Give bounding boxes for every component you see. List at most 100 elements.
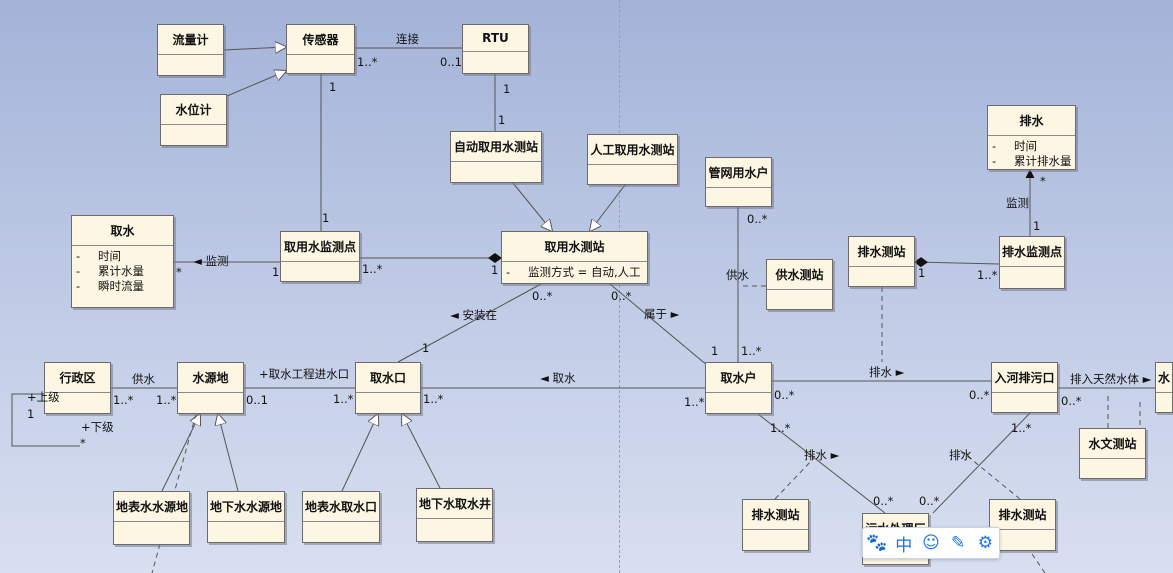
label-drain-to-outlet: 排水 ► [869, 365, 905, 379]
class-name: 水源地 [178, 363, 243, 393]
class-name: 地表水取水口 [303, 492, 379, 522]
class-intake-point[interactable]: 取用水监测点 [280, 231, 360, 282]
edge-br-up[interactable] [959, 449, 1021, 500]
class-intake[interactable]: 取水时间累计水量瞬时流量 [71, 215, 174, 308]
class-drain[interactable]: 排水时间累计排水量 [987, 105, 1076, 170]
class-auto-station[interactable]: 自动取用水测站 [450, 131, 542, 183]
class-outlet[interactable]: 取水口 [355, 362, 421, 414]
class-manual-station[interactable]: 人工取用水测站 [587, 134, 678, 185]
edge-bl-dashed[interactable] [774, 457, 815, 500]
edge-river-sewage[interactable] [932, 412, 1031, 514]
class-region[interactable]: 行政区 [44, 362, 111, 414]
label-into-water: 排入天然水体 ► [1070, 372, 1152, 386]
attr-instant-flow: 瞬时流量 [76, 279, 169, 294]
edge-levelmeter-sensor[interactable] [226, 71, 286, 97]
attr-time: 时间 [76, 249, 169, 264]
label-monitor-drain: 监测 [1006, 196, 1029, 210]
multiplicity-sensor-rtu: 1..* [357, 55, 378, 69]
edge-ground-well[interactable] [402, 414, 441, 489]
class-source[interactable]: 水源地 [177, 362, 244, 414]
class-drain-station-bl[interactable]: 排水测站 [742, 499, 809, 551]
label-monitor-intake: ◄ 监测 [193, 254, 229, 268]
edge-drainpt-station[interactable] [914, 257, 1000, 268]
multiplicity-outlet-up: 1 [422, 341, 430, 355]
class-name: 地下水取水井 [417, 489, 492, 519]
class-hydro-station[interactable]: 水文测站 [1079, 428, 1146, 479]
label-belong: 属于 ► [644, 307, 680, 321]
class-sensor[interactable]: 传感器 [286, 24, 355, 74]
edge-ground-source[interactable] [218, 414, 239, 492]
class-name: 取水口 [356, 363, 420, 393]
ime-toolbar[interactable]: 🐾 中 ☺ ✎ ⚙ [862, 527, 1000, 559]
class-name: 排水 [988, 106, 1075, 136]
multiplicity-station-left: 1 [491, 263, 499, 277]
edge-surface-outlet[interactable] [341, 414, 378, 492]
multiplicity-auto-up: 1 [498, 113, 506, 127]
class-name: 排水测站 [743, 500, 808, 530]
multiplicity-river-left: 0..* [969, 388, 990, 402]
class-drain-point[interactable]: 排水监测点 [999, 236, 1065, 289]
multiplicity-point-right: 1..* [362, 262, 383, 276]
multiplicity-upper: 1 [27, 407, 35, 421]
class-supply-station[interactable]: 供水测站 [766, 259, 833, 310]
class-user[interactable]: 取水户 [705, 362, 772, 414]
class-name: 水位计 [161, 95, 226, 125]
class-flowmeter[interactable]: 流量计 [157, 24, 224, 76]
label-drain-river: 排水 [949, 448, 972, 462]
class-name: 行政区 [45, 363, 110, 393]
attr-monitor-mode: 监测方式 = 自动,人工 [506, 265, 643, 280]
edge-br-dashed[interactable] [1029, 550, 1046, 573]
class-name: 排水监测点 [1000, 237, 1064, 267]
multiplicity-dpt-left: 1..* [977, 268, 998, 282]
edge-auto-station[interactable] [512, 182, 552, 231]
multiplicity-intake: * [176, 265, 182, 279]
class-name: 供水测站 [767, 260, 832, 290]
gear-icon[interactable]: ⚙ [977, 533, 993, 553]
class-rtu[interactable]: RTU [462, 24, 529, 74]
edge-station-outlet[interactable] [397, 283, 542, 363]
class-river-outlet[interactable]: 入河排污口 [991, 362, 1058, 413]
class-levelmeter[interactable]: 水位计 [160, 94, 227, 146]
multiplicity-rtu-down: 1 [503, 82, 511, 96]
edge-manual-station[interactable] [590, 184, 626, 231]
class-ground-well[interactable]: 地下水取水井 [416, 488, 493, 542]
class-drain-station-br[interactable]: 排水测站 [989, 499, 1056, 551]
class-water-body[interactable]: 水 [1155, 362, 1173, 413]
class-name: 自动取用水测站 [451, 132, 541, 162]
class-pipe-user[interactable]: 管网用水户 [705, 157, 772, 207]
class-name: 取水户 [706, 363, 771, 393]
class-drain-station-top[interactable]: 排水测站 [848, 236, 915, 287]
edge-region-self[interactable] [11, 393, 80, 447]
multiplicity-region: 1..* [113, 393, 134, 407]
chinese-ime-icon[interactable]: 中 [895, 535, 913, 556]
multiplicity-drainpt-up: 1 [1033, 219, 1041, 233]
class-name: 取水 [72, 216, 173, 246]
multiplicity-point-left: 1 [272, 265, 280, 279]
class-name: 排水测站 [849, 237, 914, 267]
multiplicity-user-down: 1..* [770, 421, 791, 435]
label-upper: +上级 [27, 390, 60, 404]
class-surface-outlet[interactable]: 地表水取水口 [302, 491, 380, 543]
multiplicity-user-up: 1..* [741, 344, 762, 358]
class-attrs: 时间累计水量瞬时流量 [72, 246, 173, 297]
label-supply: 供水 [726, 268, 749, 282]
edge-station-user[interactable] [609, 283, 709, 367]
multiplicity-point-up: 1 [322, 211, 330, 225]
edge-user-sewage[interactable] [757, 413, 886, 514]
pen-icon[interactable]: ✎ [951, 533, 966, 553]
class-intake-station[interactable]: 取用水测站监测方式 = 自动,人工 [501, 231, 648, 284]
edge-surface-source[interactable] [161, 414, 200, 492]
edge-flowmeter-sensor[interactable] [223, 47, 286, 50]
class-ground-source[interactable]: 地下水水源地 [207, 491, 285, 543]
multiplicity-lower: * [80, 436, 86, 450]
label-install-on: ◄ 安装在 [450, 308, 497, 322]
emoji-icon[interactable]: ☺ [922, 533, 940, 553]
class-surface-source[interactable]: 地表水水源地 [113, 491, 190, 545]
class-name: 入河排污口 [992, 363, 1057, 393]
class-name: 管网用水户 [706, 158, 771, 188]
multiplicity-source-right: 0..1 [246, 393, 268, 407]
multiplicity-sewage-user: 0..* [873, 494, 894, 508]
paw-icon[interactable]: 🐾 [866, 533, 888, 553]
class-name: 水文测站 [1080, 429, 1145, 459]
